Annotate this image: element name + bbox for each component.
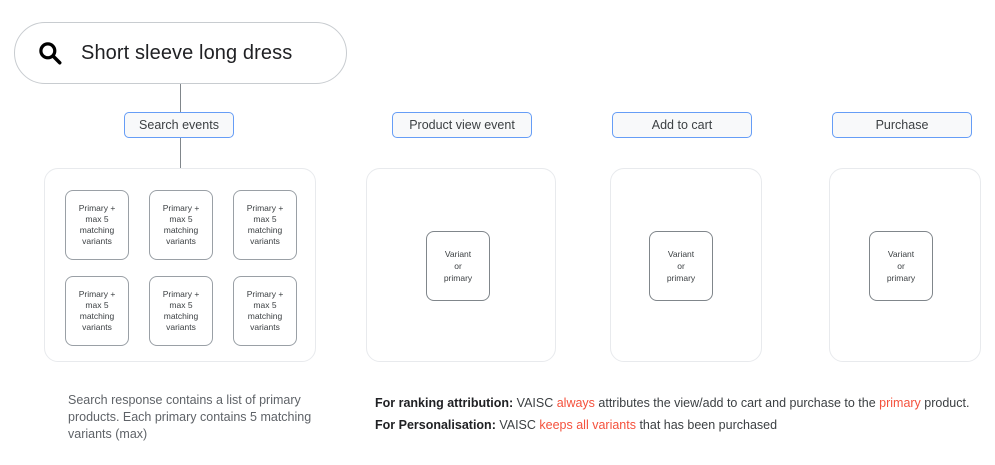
primary-card-grid: Primary + max 5 matching variants Primar… bbox=[65, 190, 297, 346]
caption-search-response: Search response contains a list of prima… bbox=[68, 393, 312, 441]
primary-card-label: Primary + max 5 matching variants bbox=[162, 203, 200, 246]
note-ranking-highlight-always: always bbox=[556, 396, 595, 410]
label-purchase[interactable]: Purchase bbox=[832, 112, 972, 138]
variant-card-label: Variant or primary bbox=[886, 249, 916, 283]
primary-card[interactable]: Primary + max 5 matching variants bbox=[233, 190, 297, 260]
notes-block: For ranking attribution: VAISC always at… bbox=[375, 392, 987, 436]
note-ranking-part2: attributes the view/add to cart and purc… bbox=[594, 396, 880, 410]
variant-card[interactable]: Variant or primary bbox=[649, 231, 713, 301]
primary-card[interactable]: Primary + max 5 matching variants bbox=[65, 276, 129, 346]
note-ranking-part3: product. bbox=[920, 396, 970, 410]
primary-card[interactable]: Primary + max 5 matching variants bbox=[233, 276, 297, 346]
primary-card[interactable]: Primary + max 5 matching variants bbox=[149, 190, 213, 260]
note-ranking-part1: VAISC bbox=[513, 396, 557, 410]
variant-card-label: Variant or primary bbox=[666, 249, 696, 283]
note-personalisation-part1: VAISC bbox=[495, 418, 540, 432]
primary-card-label: Primary + max 5 matching variants bbox=[246, 289, 284, 332]
primary-card-label: Primary + max 5 matching variants bbox=[78, 203, 116, 246]
label-search-events[interactable]: Search events bbox=[124, 112, 234, 138]
primary-card[interactable]: Primary + max 5 matching variants bbox=[65, 190, 129, 260]
note-personalisation-highlight: keeps all variants bbox=[539, 418, 636, 432]
primary-card[interactable]: Primary + max 5 matching variants bbox=[149, 276, 213, 346]
note-ranking-label: For ranking attribution: bbox=[375, 396, 514, 410]
panel-add-to-cart bbox=[610, 168, 762, 362]
panel-search-results: Primary + max 5 matching variants Primar… bbox=[44, 168, 316, 362]
note-personalisation-label: For Personalisation: bbox=[375, 418, 496, 432]
variant-card-label: Variant or primary bbox=[443, 249, 473, 283]
note-personalisation-part2: that has been purchased bbox=[635, 418, 778, 432]
label-product-view-event[interactable]: Product view event bbox=[392, 112, 532, 138]
note-ranking-highlight-primary: primary bbox=[879, 396, 921, 410]
note-ranking-attribution: For ranking attribution: VAISC always at… bbox=[375, 392, 987, 414]
primary-card-label: Primary + max 5 matching variants bbox=[246, 203, 284, 246]
search-query-text: Short sleeve long dress bbox=[81, 41, 293, 64]
variant-card[interactable]: Variant or primary bbox=[869, 231, 933, 301]
search-icon bbox=[39, 42, 62, 65]
primary-card-label: Primary + max 5 matching variants bbox=[162, 289, 200, 332]
note-personalisation: For Personalisation: VAISC keeps all var… bbox=[375, 414, 987, 436]
label-add-to-cart[interactable]: Add to cart bbox=[612, 112, 752, 138]
search-box[interactable]: Short sleeve long dress bbox=[14, 22, 347, 84]
primary-card-label: Primary + max 5 matching variants bbox=[78, 289, 116, 332]
variant-card[interactable]: Variant or primary bbox=[426, 231, 490, 301]
